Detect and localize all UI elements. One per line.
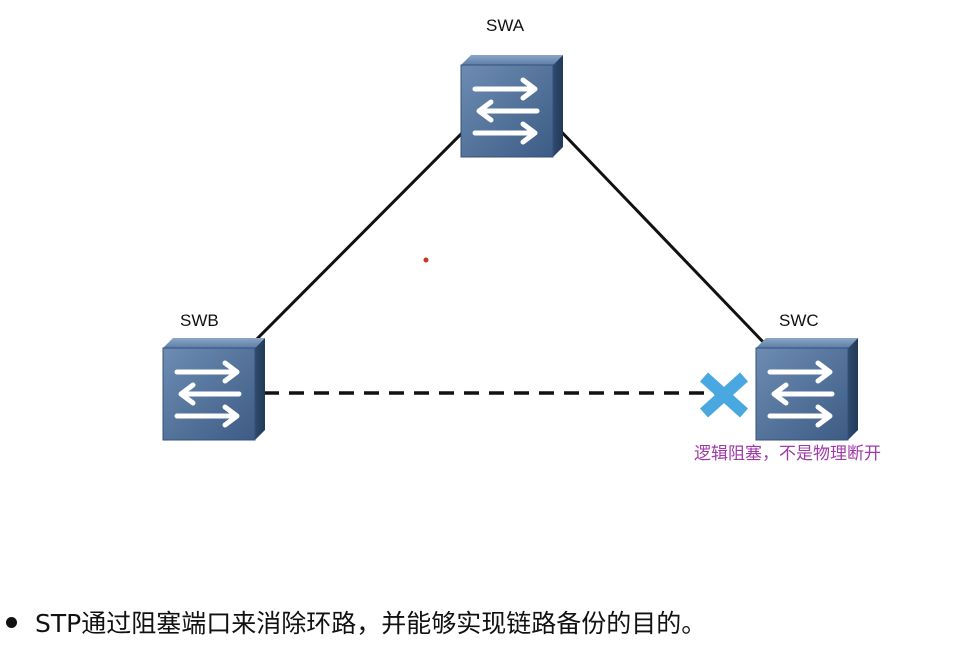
switch-swc-label: SWC — [779, 311, 819, 330]
switch-swa-icon[interactable] — [460, 55, 563, 158]
switch-swb-icon[interactable] — [162, 338, 265, 441]
switch-swa-label: SWA — [486, 16, 525, 35]
blocked-port-x-icon — [699, 372, 749, 418]
switch-swb-label: SWB — [180, 311, 219, 330]
bullet-dot-icon — [6, 616, 17, 628]
link-swa-swb — [234, 121, 474, 362]
bullet-item: STP通过阻塞端口来消除环路，并能够实现链路备份的目的。 — [6, 604, 706, 640]
bullet-text: STP通过阻塞端口来消除环路，并能够实现链路备份的目的。 — [35, 609, 707, 638]
blocked-link-annotation: 逻辑阻塞，不是物理断开 — [694, 444, 881, 464]
switch-swc-icon[interactable] — [755, 338, 858, 441]
link-swa-swc — [551, 121, 792, 372]
red-dot — [423, 257, 429, 263]
